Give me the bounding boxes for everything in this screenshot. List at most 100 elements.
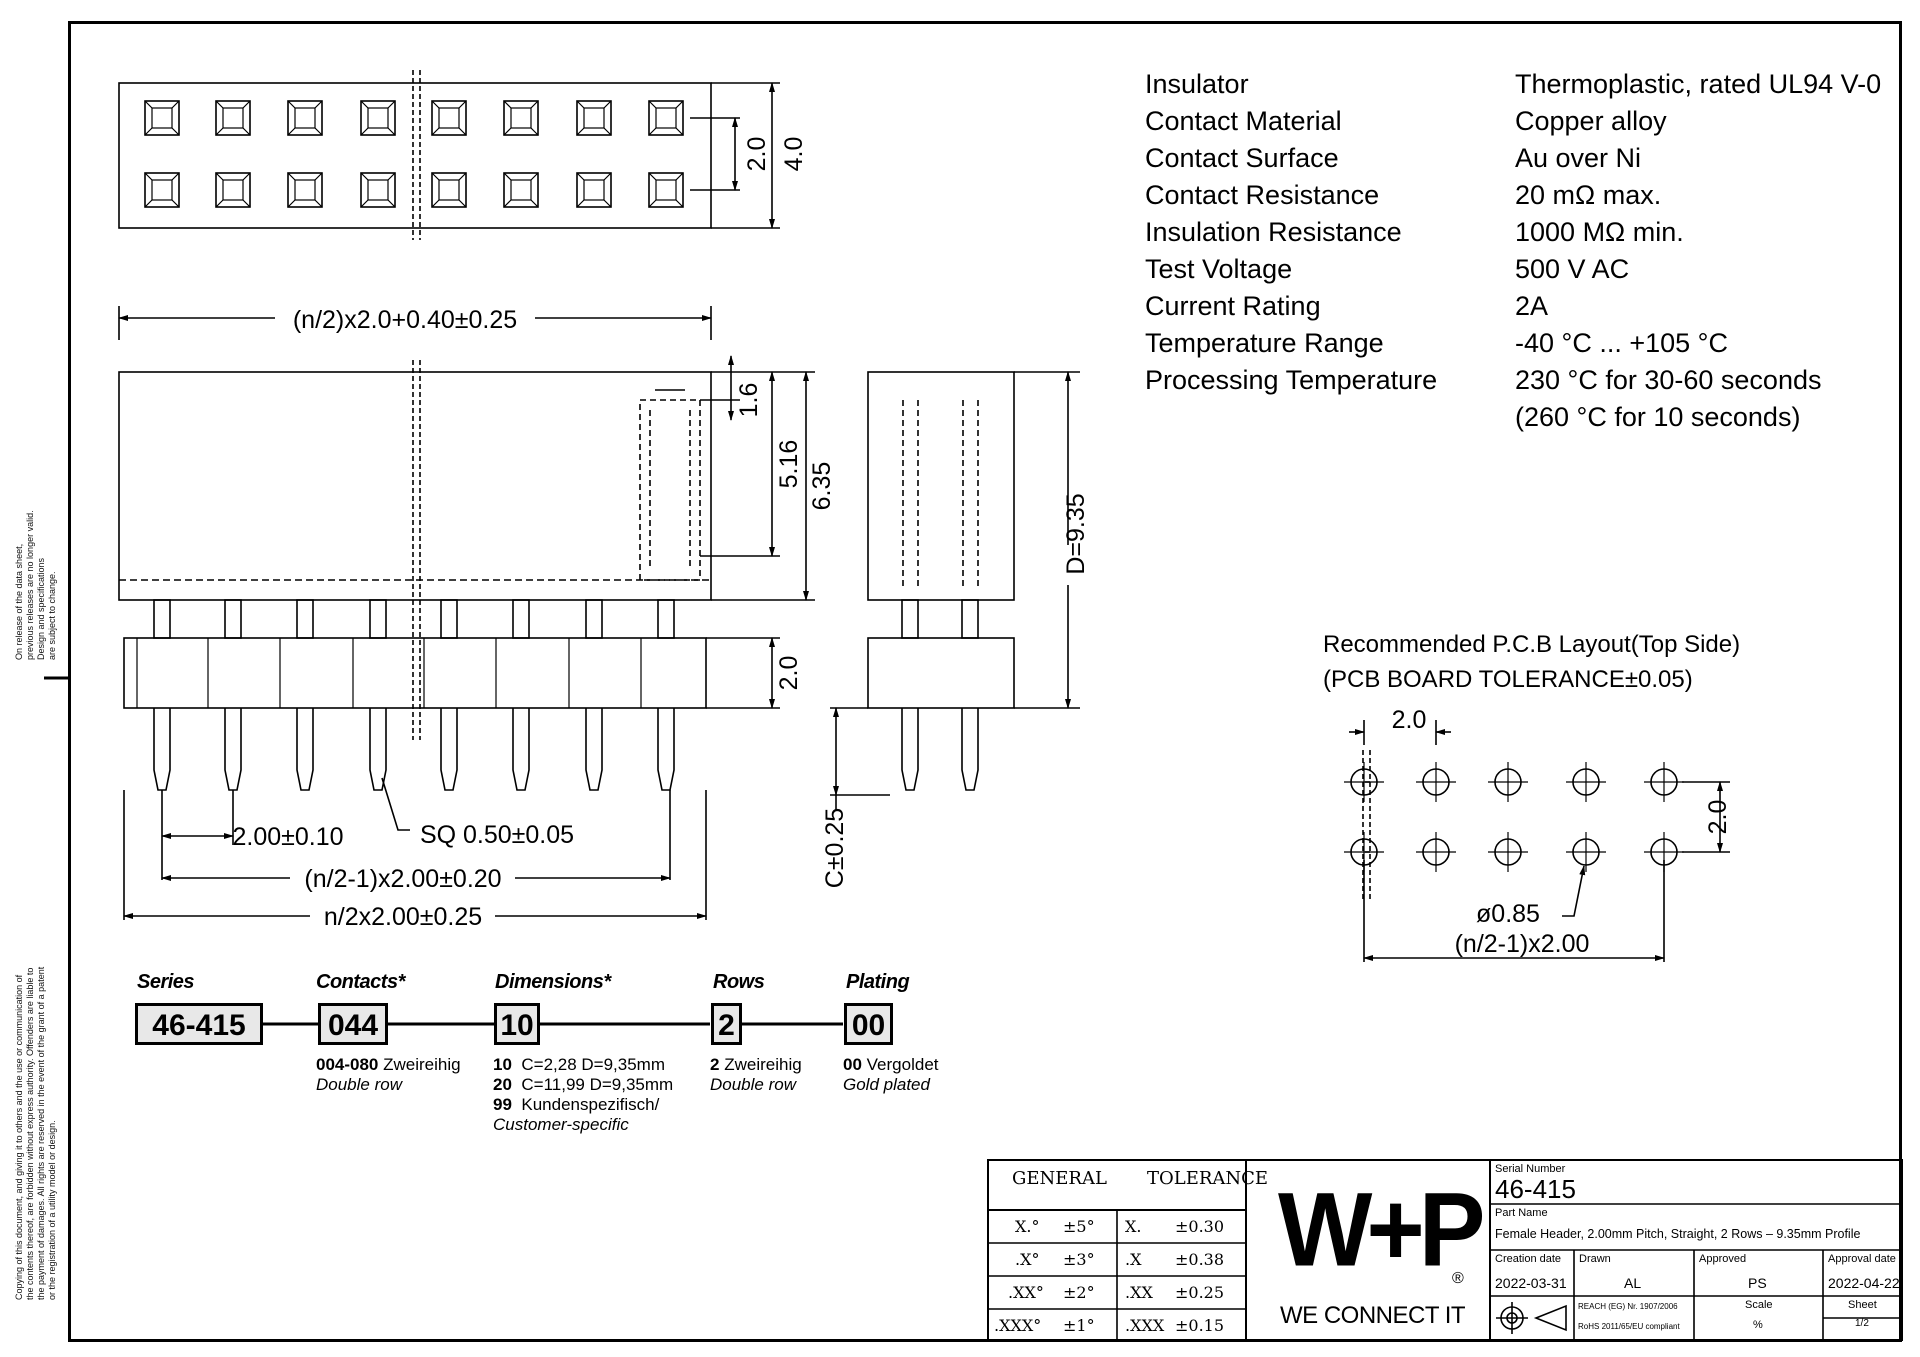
dimensions-description: 10 C=2,28 D=9,35mm 20 C=11,99 D=9,35mm 9…	[493, 1055, 673, 1135]
pcb-pitch-x: 2.0	[1392, 706, 1427, 734]
label-dimensions: Dimensions*	[495, 971, 611, 993]
rows-code: 2	[710, 1055, 720, 1074]
plating-description: 00 Vergoldet Gold plated	[843, 1055, 939, 1095]
creation-date: 2022-03-31	[1495, 1275, 1567, 1291]
contact-pad	[360, 172, 396, 208]
pin-lower	[512, 708, 530, 791]
contact-pad	[503, 100, 539, 136]
pcb-span: (n/2-1)x2.00	[1455, 930, 1590, 958]
pin-lower	[224, 708, 242, 791]
rows-en: Double row	[710, 1075, 796, 1094]
drawing-frame	[68, 21, 1902, 1342]
pin-lower	[296, 708, 314, 791]
contact-pad	[287, 172, 323, 208]
code-box-dimensions: 10	[494, 1003, 540, 1045]
dim-code: 20	[493, 1075, 512, 1094]
contact-pad	[648, 100, 684, 136]
contacts-de: Zweireihig	[383, 1055, 461, 1074]
tol-linear-value: ±0.15	[1175, 1316, 1225, 1335]
tol-angle-label: .XXX°	[994, 1316, 1042, 1335]
contacts-description: 004-080 Zweireihig Double row	[316, 1055, 461, 1095]
contact-pad	[431, 100, 467, 136]
spec-row: Processing Temperature 230 °C for 30-60 s…	[1145, 362, 1881, 399]
spec-key: Current Rating	[1145, 291, 1321, 321]
spec-key: Insulation Resistance	[1145, 217, 1402, 247]
spec-value: Au over Ni	[1515, 143, 1642, 173]
contact-pad	[431, 172, 467, 208]
spec-row: Temperature Range-40 °C ... +105 °C	[1145, 325, 1881, 362]
top-view-pads	[144, 100, 684, 208]
spec-row: (260 °C for 10 seconds)	[1145, 399, 1881, 436]
contact-pad	[144, 172, 180, 208]
spec-key: Processing Temperature	[1145, 365, 1438, 395]
dim-5-16: 5.16	[775, 440, 803, 489]
pin-lower	[153, 708, 171, 791]
dim-top-pitch: 2.0	[743, 137, 771, 172]
side-pin-lower	[901, 708, 919, 791]
dim-2-0-side: 2.0	[775, 656, 803, 691]
dim-n2: n/2x2.00±0.25	[324, 903, 482, 931]
contact-pad	[287, 100, 323, 136]
rows-description: 2 Zweireihig Double row	[710, 1055, 802, 1095]
dim-n2-minus-1: (n/2-1)x2.00±0.20	[304, 865, 501, 893]
tol-linear-value: ±0.25	[1175, 1283, 1225, 1302]
contact-pad	[503, 172, 539, 208]
tol-angle-label: X.°	[1015, 1217, 1040, 1236]
dim-text: C=2,28 D=9,35mm	[521, 1055, 666, 1074]
code-box-plating: 00	[844, 1003, 893, 1045]
label-contacts: Contacts*	[316, 971, 405, 993]
dim-code: 10	[493, 1055, 512, 1074]
spec-value: 230 °C for 30-60 seconds	[1515, 365, 1822, 395]
dim-pin-pitch: 2.00±0.10	[232, 823, 343, 851]
part-label: Part Name	[1495, 1207, 1548, 1219]
contact-pad	[576, 172, 612, 208]
contact-pad	[215, 172, 251, 208]
tol-angle-value: ±1°	[1063, 1316, 1095, 1335]
contact-pad	[576, 100, 612, 136]
spec-value: Thermoplastic, rated UL94 V-0	[1515, 69, 1882, 99]
contact-pad	[360, 100, 396, 136]
scale-value: %	[1753, 1319, 1763, 1331]
scale-label: Scale	[1745, 1299, 1773, 1311]
contact-pad	[144, 100, 180, 136]
logo-tagline: WE CONNECT IT	[1280, 1302, 1466, 1329]
dim-1-6: 1.6	[735, 383, 763, 418]
tol-angle-value: ±3°	[1063, 1250, 1095, 1269]
pin-lower	[657, 708, 675, 791]
side-pin-upper	[961, 599, 979, 639]
spec-value: 20 mΩ max.	[1515, 180, 1662, 210]
spec-value: Copper alloy	[1515, 106, 1667, 136]
serial-number: 46-415	[1495, 1174, 1576, 1204]
spec-value: 1000 MΩ min.	[1515, 217, 1684, 247]
pin-upper	[512, 599, 530, 639]
front-view-body	[118, 371, 712, 601]
label-plating: Plating	[846, 971, 910, 993]
logo-registered: ®	[1452, 1270, 1464, 1287]
pin-upper	[296, 599, 314, 639]
approval-label: Approval date	[1828, 1253, 1896, 1265]
approval-date: 2022-04-22	[1828, 1275, 1900, 1291]
sheet-number: 1/2	[1855, 1318, 1869, 1329]
reach-note: REACH (EG) Nr. 1907/2006	[1578, 1302, 1678, 1311]
dim-text: Kundenspezifisch/	[521, 1095, 660, 1114]
part-name: Female Header, 2.00mm Pitch, Straight, 2…	[1495, 1227, 1861, 1241]
pin-upper	[657, 599, 675, 639]
tol-linear-label: .XX	[1125, 1283, 1153, 1302]
label-series: Series	[137, 971, 195, 993]
code-box-contacts: 044	[318, 1003, 388, 1045]
creation-label: Creation date	[1495, 1253, 1562, 1265]
spec-row: Insulation Resistance 1000 MΩ min.	[1145, 214, 1881, 251]
dim-6-35: 6.35	[808, 462, 836, 511]
tol-angle-value: ±5°	[1063, 1217, 1095, 1236]
pin-upper	[440, 599, 458, 639]
drawn-label: Drawn	[1579, 1253, 1611, 1265]
pin-lower	[585, 708, 603, 791]
spec-value: (260 °C for 10 seconds)	[1515, 402, 1801, 432]
pcb-pitch-y: 2.0	[1704, 800, 1732, 835]
contact-pad	[648, 172, 684, 208]
